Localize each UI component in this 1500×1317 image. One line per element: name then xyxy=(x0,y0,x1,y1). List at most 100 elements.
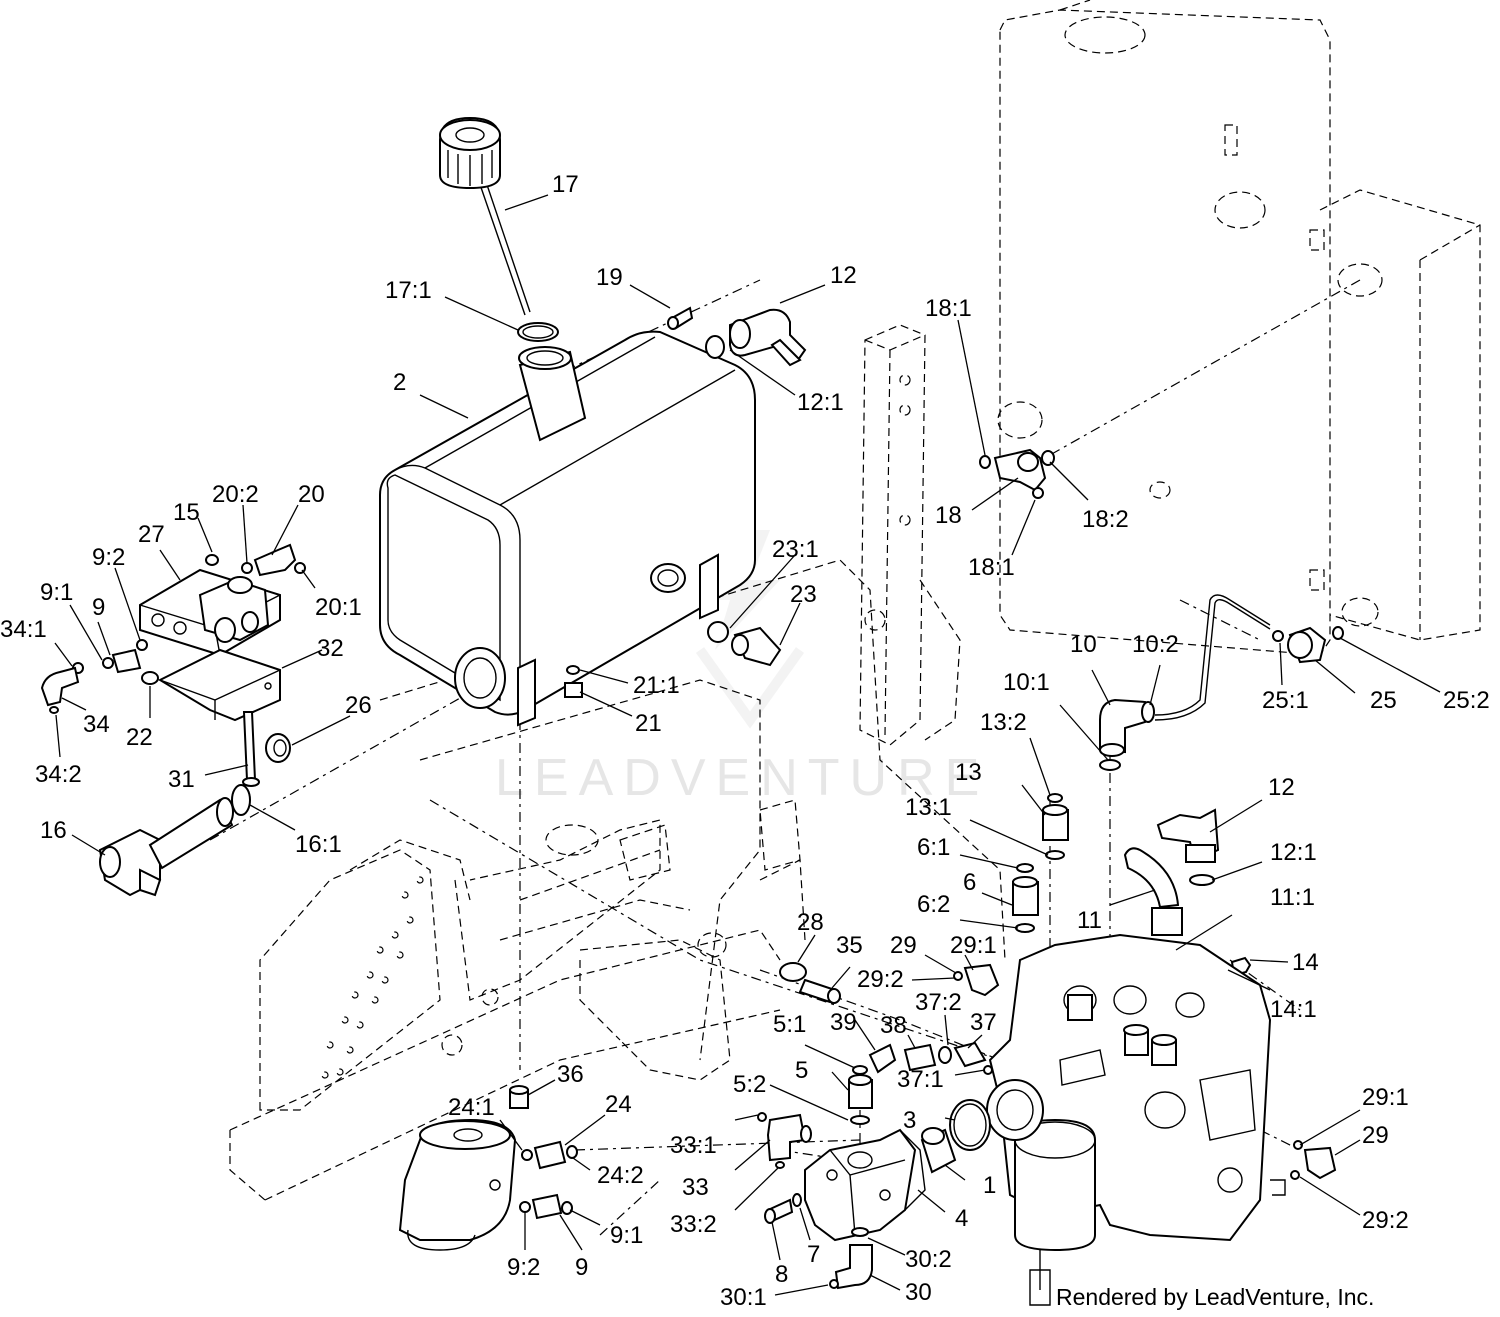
callout-labels: 1 7 17:1 19 12 12:1 2 18:1 18 18:2 18:1 1… xyxy=(0,171,1490,1311)
callout-23: 23 xyxy=(790,581,817,608)
callout-39: 39 xyxy=(830,1009,857,1036)
filler-cap-dipstick xyxy=(439,116,531,316)
elbow-fitting-12-top xyxy=(705,308,807,367)
callout-29-right: 29 xyxy=(1362,1122,1389,1149)
callout-22: 22 xyxy=(126,724,153,751)
callout-31: 31 xyxy=(168,766,195,793)
callout-25-2: 25:2 xyxy=(1443,687,1490,714)
callout-11-1: 11:1 xyxy=(1270,884,1315,911)
callout-33-1: 33:1 xyxy=(670,1132,717,1159)
callout-11: 11 xyxy=(1077,907,1102,934)
callout-37-1: 37:1 xyxy=(897,1066,944,1093)
frame-ghost xyxy=(229,324,1006,1201)
callout-9-1-left: 9:1 xyxy=(40,579,73,606)
fitting-37 xyxy=(953,1041,993,1075)
callout-5-2: 5:2 xyxy=(733,1071,766,1098)
callout-13: 13 xyxy=(955,759,982,786)
callout-30-2: 30:2 xyxy=(905,1246,952,1273)
callout-29-1-top: 29:1 xyxy=(950,932,997,959)
callout-18: 18 xyxy=(935,502,962,529)
callout-12-1-right: 12:1 xyxy=(1270,839,1317,866)
callout-9-2-bottom: 9:2 xyxy=(507,1254,540,1281)
callout-13-1: 13:1 xyxy=(905,794,952,821)
steering-control-unit xyxy=(398,1118,517,1251)
callout-36: 36 xyxy=(557,1061,584,1088)
elbow-fitting-33 xyxy=(757,1112,812,1169)
fitting-6 xyxy=(1012,863,1039,933)
callout-1: 1 xyxy=(983,1172,996,1199)
cap-39 xyxy=(868,1043,897,1074)
hydrostatic-pump xyxy=(986,933,1286,1306)
plug-36 xyxy=(509,1085,529,1109)
elbow-fitting-29-top xyxy=(953,963,1000,997)
callout-7: 7 xyxy=(807,1241,820,1268)
bracket-32 xyxy=(157,648,281,722)
gear-pump-4 xyxy=(804,1128,926,1242)
fitting-24 xyxy=(521,1140,578,1170)
callout-32: 32 xyxy=(317,635,344,662)
callout-12-top: 12 xyxy=(830,262,857,289)
callout-37: 37 xyxy=(970,1009,997,1036)
callout-18-1-bottom: 18:1 xyxy=(968,554,1015,581)
elbow-fitting-12-right xyxy=(1156,808,1220,886)
callout-9-2-left: 9:2 xyxy=(92,544,125,571)
callout-34-1: 34:1 xyxy=(0,616,47,643)
callout-19: 19 xyxy=(596,264,623,291)
callout-20: 20 xyxy=(298,481,325,508)
callout-38: 38 xyxy=(880,1012,907,1039)
callout-18-1-top: 18:1 xyxy=(925,295,972,322)
callout-12-1-top: 12:1 xyxy=(797,389,844,416)
callout-12-right: 12 xyxy=(1268,774,1295,801)
callout-21-1: 21:1 xyxy=(633,672,680,699)
hydraulic-tank xyxy=(379,330,756,727)
callout-6-2: 6:2 xyxy=(917,891,950,918)
callout-13-2: 13:2 xyxy=(980,709,1027,736)
washer-7 xyxy=(792,1193,802,1207)
callout-23-1: 23:1 xyxy=(772,536,819,563)
fitting-9-left xyxy=(102,639,148,674)
callout-8: 8 xyxy=(775,1261,788,1288)
callout-33: 33 xyxy=(682,1174,709,1201)
callout-34-2: 34:2 xyxy=(35,761,82,788)
suction-fitting-16 xyxy=(98,797,234,897)
radiator-ghost xyxy=(997,0,1481,656)
callout-24-2: 24:2 xyxy=(597,1162,644,1189)
callout-29-1-right: 29:1 xyxy=(1362,1084,1409,1111)
screw-15 xyxy=(205,554,219,566)
oring-3 xyxy=(949,1099,991,1151)
plug-21 xyxy=(564,665,583,698)
callout-3: 3 xyxy=(903,1107,916,1134)
callout-17-1: 17:1 xyxy=(385,277,432,304)
callout-30: 30 xyxy=(905,1279,932,1306)
leader-lines xyxy=(54,194,1441,1296)
fitting-13 xyxy=(1042,793,1069,860)
frame-perforations xyxy=(321,876,424,1079)
callout-6-1: 6:1 xyxy=(917,834,950,861)
tee-fitting-18 xyxy=(979,448,1055,499)
callout-21: 21 xyxy=(635,710,662,737)
callout-4: 4 xyxy=(955,1205,968,1232)
valve-block-27 xyxy=(139,568,281,657)
callout-35: 35 xyxy=(836,932,863,959)
callout-10: 10 xyxy=(1070,631,1097,658)
callout-6: 6 xyxy=(963,869,976,896)
oring-16-1 xyxy=(231,784,251,816)
fitting-38 xyxy=(903,1043,952,1072)
callout-24-1: 24:1 xyxy=(448,1094,495,1121)
callout-2: 2 xyxy=(393,369,406,396)
callout-30-1: 30:1 xyxy=(720,1284,767,1311)
callout-5: 5 xyxy=(795,1057,808,1084)
callout-5-1: 5:1 xyxy=(773,1011,806,1038)
callout-16-1: 16:1 xyxy=(295,831,342,858)
callout-28: 28 xyxy=(797,909,824,936)
elbow-fitting-34 xyxy=(40,662,84,714)
callout-18-2: 18:2 xyxy=(1082,506,1129,533)
elbow-fitting-30 xyxy=(829,1227,873,1290)
callout-26: 26 xyxy=(345,692,372,719)
bolt-31 xyxy=(242,711,260,787)
fitting-9-bottom xyxy=(519,1193,573,1220)
callout-16: 16 xyxy=(40,817,67,844)
callout-9-left: 9 xyxy=(92,594,105,621)
bolt-35 xyxy=(798,978,841,1004)
callout-24: 24 xyxy=(605,1091,632,1118)
